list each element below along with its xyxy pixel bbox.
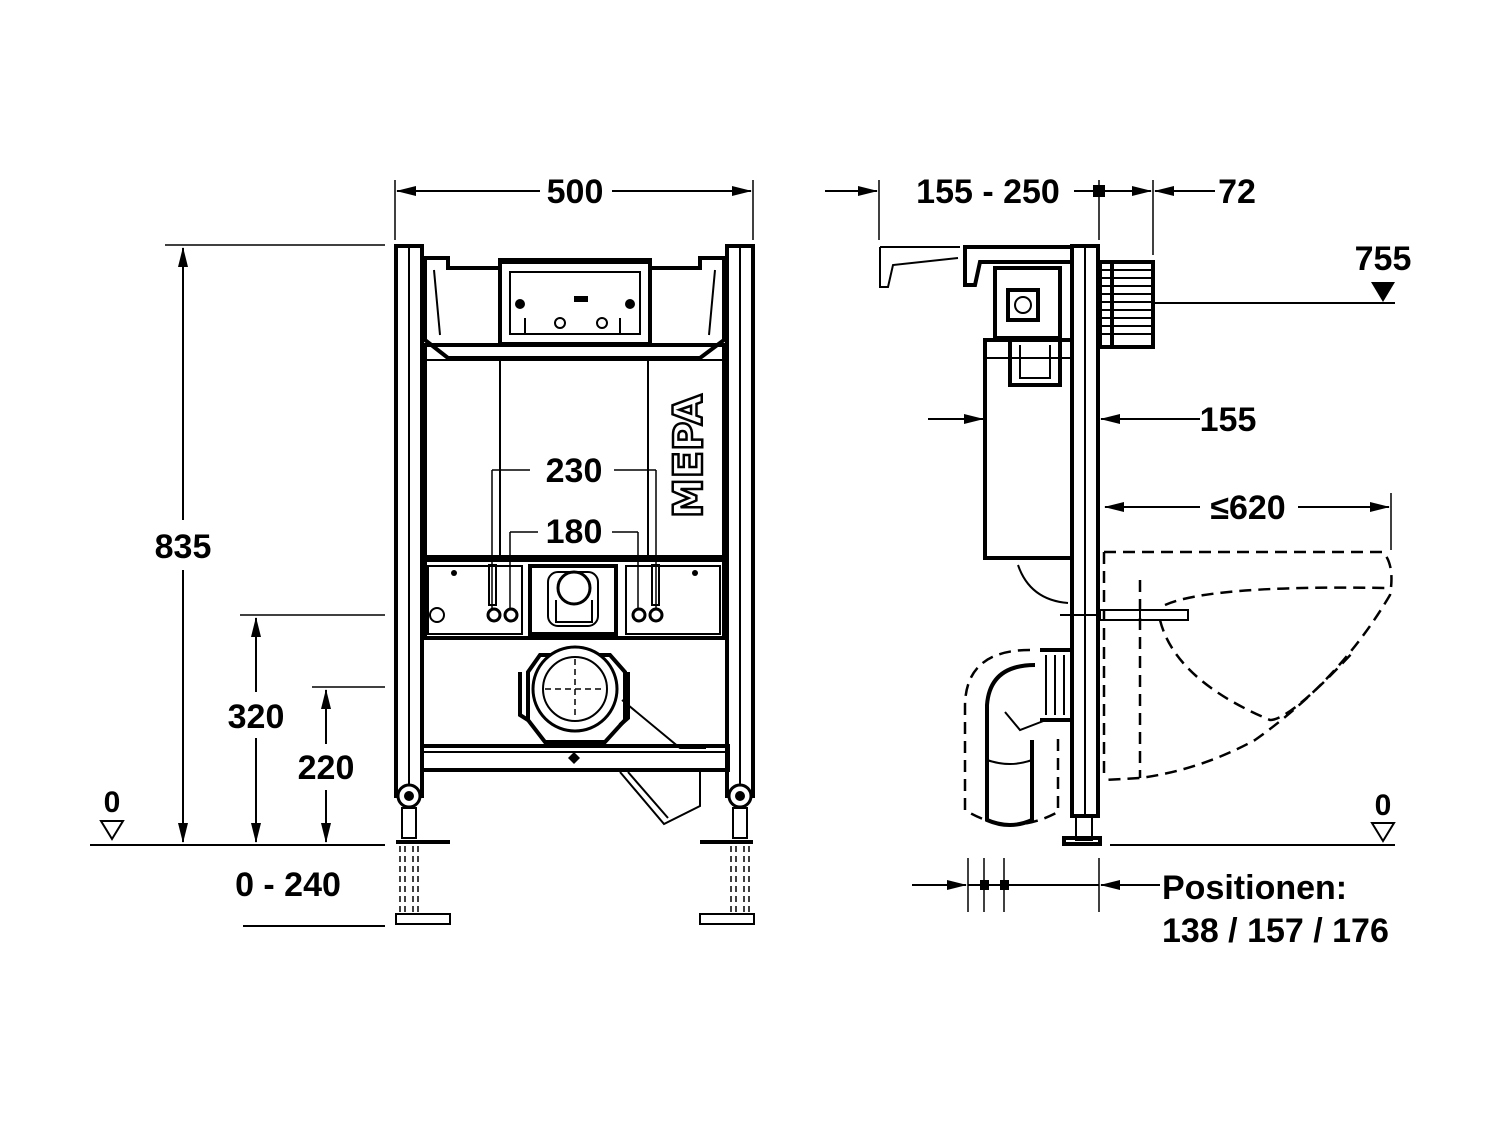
positions-title: Positionen:	[1162, 869, 1347, 907]
dimension-155-250: 155 - 250	[825, 173, 1154, 255]
dimension-755: 755	[1153, 240, 1412, 304]
side-cistern-top	[879, 245, 1074, 387]
front-view: 500 835 320 220 0	[90, 173, 755, 927]
cistern-body: MEPA	[423, 343, 726, 559]
label-155-250: 155 - 250	[916, 173, 1060, 211]
label-500: 500	[547, 173, 604, 211]
dimension-230: 230	[491, 452, 657, 612]
dimension-620: ≤620	[1104, 489, 1392, 550]
mounting-plate	[423, 558, 726, 640]
mepa-logo-text: MEPA	[666, 394, 712, 518]
mepa-logo: MEPA	[665, 393, 714, 519]
label-zero-right: 0	[1375, 789, 1392, 822]
dimension-835: 835	[155, 244, 385, 843]
label-620: ≤620	[1210, 489, 1285, 527]
bottom-crossbar	[420, 744, 730, 826]
side-flush-plate	[1098, 260, 1155, 349]
zero-level-right: 0	[1110, 789, 1396, 846]
dimension-220: 220	[298, 686, 385, 843]
label-72: 72	[1218, 173, 1256, 211]
label-835: 835	[155, 528, 212, 566]
label-180: 180	[546, 513, 603, 551]
side-frame-column	[1062, 244, 1102, 846]
side-drain-pipe	[963, 605, 1189, 827]
positions-values: 138 / 157 / 176	[1162, 912, 1389, 950]
dimension-positions: Positionen: 138 / 157 / 176	[912, 858, 1389, 950]
side-cistern-body	[983, 338, 1074, 604]
dimension-72: 72	[1154, 173, 1256, 211]
drain-connector	[518, 645, 706, 749]
label-320: 320	[228, 698, 285, 736]
zero-level-left: 0	[90, 786, 385, 846]
side-toilet-bowl	[1102, 550, 1393, 782]
dimension-180: 180	[509, 513, 639, 612]
frame-left-upright	[394, 244, 451, 925]
label-155: 155	[1200, 401, 1257, 439]
label-230: 230	[546, 452, 603, 490]
dimension-155: 155	[928, 401, 1256, 439]
label-zero-left: 0	[104, 786, 121, 819]
frame-right-upright	[699, 244, 755, 925]
side-view: 155 - 250 72 755 155 ≤620 0	[825, 173, 1411, 950]
label-755: 755	[1355, 240, 1412, 278]
dimension-500: 500	[394, 173, 754, 240]
dimension-adjust: 0 - 240	[235, 866, 385, 927]
label-220: 220	[298, 749, 355, 787]
label-0-240: 0 - 240	[235, 866, 341, 904]
dimension-320: 320	[228, 614, 385, 843]
